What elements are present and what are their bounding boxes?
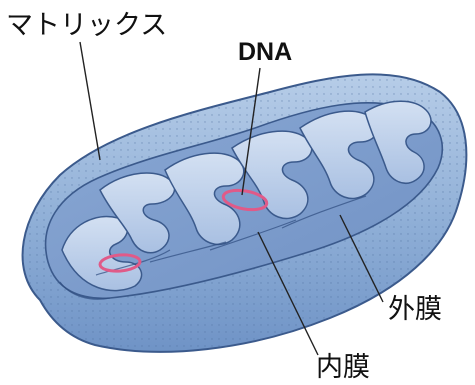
dna-label: DNA [238, 38, 292, 66]
inner-membrane-label: 内膜 [316, 352, 370, 383]
matrix-label: マトリックス [6, 10, 167, 41]
outer-membrane-label: 外膜 [388, 294, 442, 325]
matrix-leader-line [80, 42, 100, 160]
